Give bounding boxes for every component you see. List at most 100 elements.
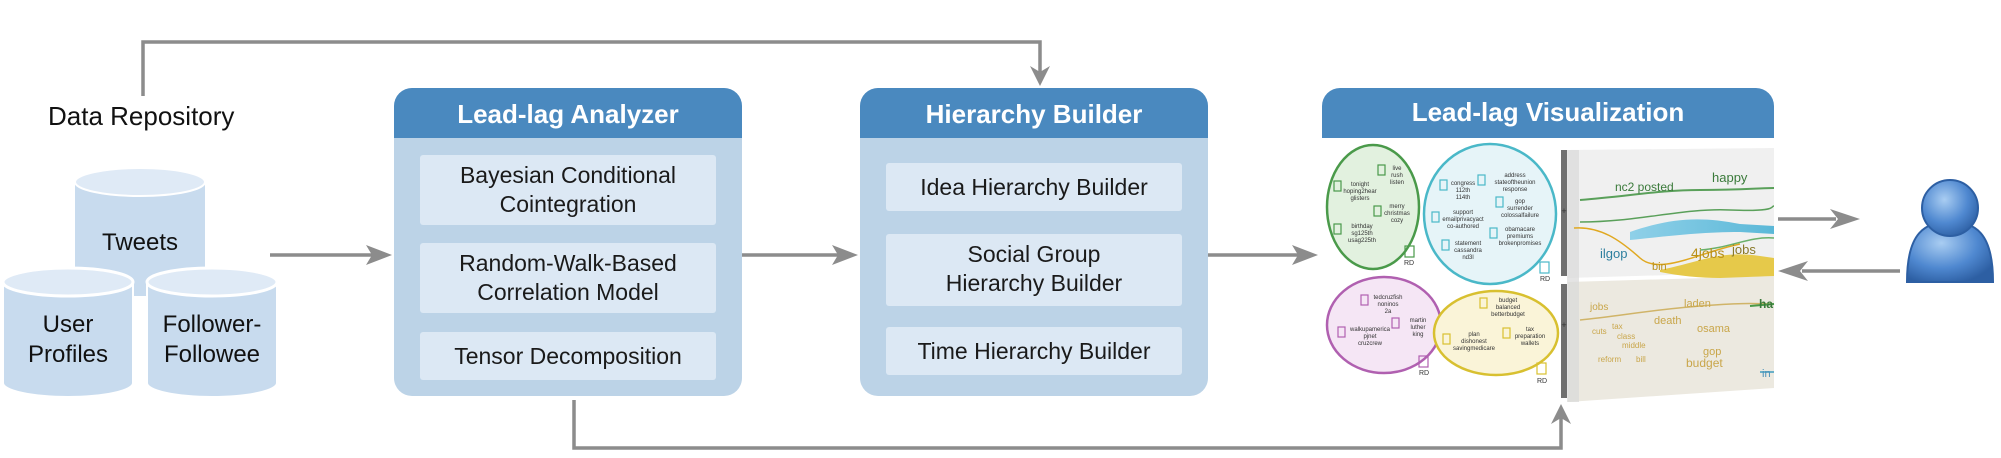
tweets-database-icon: Tweets [74, 167, 206, 296]
cyan-cluster-node-5: obamacare premiums brokenpromises [1489, 227, 1542, 247]
user-profiles-database-icon: User Profiles [1, 266, 135, 398]
svg-text:birthday: birthday [1351, 224, 1372, 230]
hierarchy-item-box-1 [886, 163, 1182, 211]
analyzer-header [394, 88, 742, 138]
svg-text:hoping2hear: hoping2hear [1343, 189, 1376, 195]
hierarchy-item-box-2 [886, 234, 1182, 306]
svg-text:sg125th: sg125th [1351, 231, 1372, 237]
tweets-label: Tweets [102, 229, 178, 256]
svg-text:savingmedicare: savingmedicare [1453, 346, 1496, 352]
svg-text:112th: 112th [1456, 188, 1471, 194]
svg-text:response: response [1503, 187, 1528, 193]
svg-text:congress: congress [1451, 181, 1475, 187]
stream-label-laden: laden [1684, 298, 1711, 310]
arrow-repository-to-analyzer [270, 245, 392, 265]
svg-text:RD: RD [1540, 276, 1550, 283]
bottom-feedback-arrow [572, 400, 1571, 450]
svg-text:emailprivacyact: emailprivacyact [1442, 217, 1484, 223]
stream-label-middle: middle [1622, 341, 1646, 350]
hierarchy-item-1: Idea Hierarchy Builder [920, 174, 1148, 200]
svg-text:tedcruzfish: tedcruzfish [1373, 295, 1402, 301]
svg-text:address: address [1504, 173, 1525, 179]
panel-shadow [1567, 150, 1579, 402]
hierarchy-item-box-3 [886, 327, 1182, 375]
hierarchy-title: Hierarchy Builder [926, 99, 1143, 129]
data-repository-title: Data Repository [48, 101, 234, 131]
stream-label-osama: osama [1697, 323, 1731, 335]
svg-text:betterbudget: betterbudget [1491, 312, 1525, 318]
stream-label-bill: bill [1636, 355, 1646, 364]
svg-text:support: support [1453, 210, 1473, 216]
analyzer-item-3: Tensor Decomposition [454, 343, 682, 369]
cluster-purple: tedcruzfish noninos 2a martin luther kin… [1325, 275, 1443, 377]
svg-text:RD: RD [1404, 260, 1414, 267]
analyzer-item-box-3 [420, 332, 716, 380]
stream-label-tax: tax [1612, 322, 1623, 331]
stream-label-reform: reform [1598, 355, 1621, 364]
green-cluster-node-2: live rush listen [1377, 164, 1404, 186]
stream-label-budget: budget [1686, 356, 1723, 370]
hierarchy-item-3: Time Hierarchy Builder [917, 338, 1150, 364]
hierarchy-builder-module: Hierarchy Builder Idea Hierarchy Builder… [860, 88, 1208, 396]
arrow-hierarchy-to-visualization [1208, 245, 1318, 265]
upper-expand-icon: + [1561, 206, 1566, 216]
svg-text:brokenpromises: brokenpromises [1499, 241, 1542, 247]
stream-green-bottom [1699, 237, 1775, 251]
svg-text:budget: budget [1499, 298, 1518, 304]
svg-text:plan: plan [1468, 332, 1479, 338]
stream-label-class: class [1617, 332, 1635, 341]
svg-text:walkupamerica: walkupamerica [1349, 327, 1391, 333]
analyzer-title: Lead-lag Analyzer [457, 99, 679, 129]
cyan-cluster-node-3: gop surrender colossalfailure [1495, 196, 1540, 219]
analyzer-item-box-2 [420, 243, 716, 313]
svg-text:preparation: preparation [1515, 334, 1545, 340]
stream-label-4jobs: 4jobs [1691, 245, 1724, 261]
svg-text:2a: 2a [1385, 309, 1392, 315]
stream-yellow [1660, 254, 1774, 278]
follower-followee-label-line2: Followee [164, 341, 260, 368]
follower-followee-label-line1: Follower- [163, 311, 262, 338]
svg-text:wallets: wallets [1520, 341, 1539, 347]
data-repository: Data Repository Tweets User Profiles Fol… [1, 101, 279, 398]
hierarchy-item-2-line1: Social Group [968, 241, 1101, 267]
stream-label-bin: bin [1652, 261, 1667, 273]
yellow-cluster-node-2: plan dishonest savingmedicare [1442, 332, 1496, 352]
svg-text:colossalfailure: colossalfailure [1501, 213, 1540, 219]
svg-text:premiums: premiums [1507, 234, 1533, 240]
cyan-cluster-node-6: statement cassandra nd3l [1441, 239, 1483, 261]
purple-cluster-rd-badge: RD [1418, 355, 1429, 377]
svg-text:statement: statement [1455, 241, 1482, 247]
yellow-cluster-node-3: tax preparation wallets [1502, 327, 1545, 347]
yellow-cluster-node-1: budget balanced betterbudget [1479, 297, 1525, 318]
green-cluster-node-4: birthday sg125th usag225th [1333, 223, 1376, 244]
svg-text:pjnet: pjnet [1363, 334, 1376, 340]
svg-text:listen: listen [1390, 180, 1404, 186]
analyzer-item-1-line2: Cointegration [500, 191, 637, 217]
cyan-cluster-node-1: congress 112th 114th [1439, 179, 1475, 201]
arrow-user-to-visualization [1778, 261, 1900, 281]
svg-text:christmas: christmas [1384, 211, 1410, 217]
green-cluster-node-3: merry christmas cozy [1373, 204, 1410, 224]
svg-text:tonight: tonight [1351, 182, 1369, 188]
svg-text:tax: tax [1526, 327, 1534, 333]
cluster-cyan: congress 112th 114th address stateoftheu… [1422, 142, 1558, 286]
stream-green-top [1579, 187, 1775, 201]
svg-text:live: live [1392, 166, 1402, 172]
top-feedback-arrow [141, 40, 1050, 96]
svg-text:co-authored: co-authored [1447, 224, 1479, 230]
panel-divider-upper [1561, 150, 1567, 276]
purple-cluster-node-2: martin luther king [1391, 317, 1426, 338]
svg-text:rush: rush [1391, 173, 1403, 179]
user-icon [1905, 179, 1995, 283]
stream-lower-gold [1579, 302, 1775, 321]
stream-orange-line [1573, 227, 1741, 266]
purple-cluster-node-3: walkupamerica pjnet cruzcrew [1337, 326, 1391, 347]
green-cluster-node-1: tonight hoping2hear glisters [1333, 180, 1377, 202]
svg-text:glisters: glisters [1350, 196, 1369, 202]
svg-text:nd3l: nd3l [1462, 255, 1473, 261]
purple-cluster-node-1: tedcruzfish noninos 2a [1360, 294, 1403, 315]
lower-stream-panel [1568, 276, 1774, 402]
cluster-green: tonight hoping2hear glisters live rush l… [1325, 143, 1421, 271]
stream-label-gop: gop [1703, 346, 1721, 358]
green-cluster-rd-badge: RD [1404, 245, 1415, 267]
